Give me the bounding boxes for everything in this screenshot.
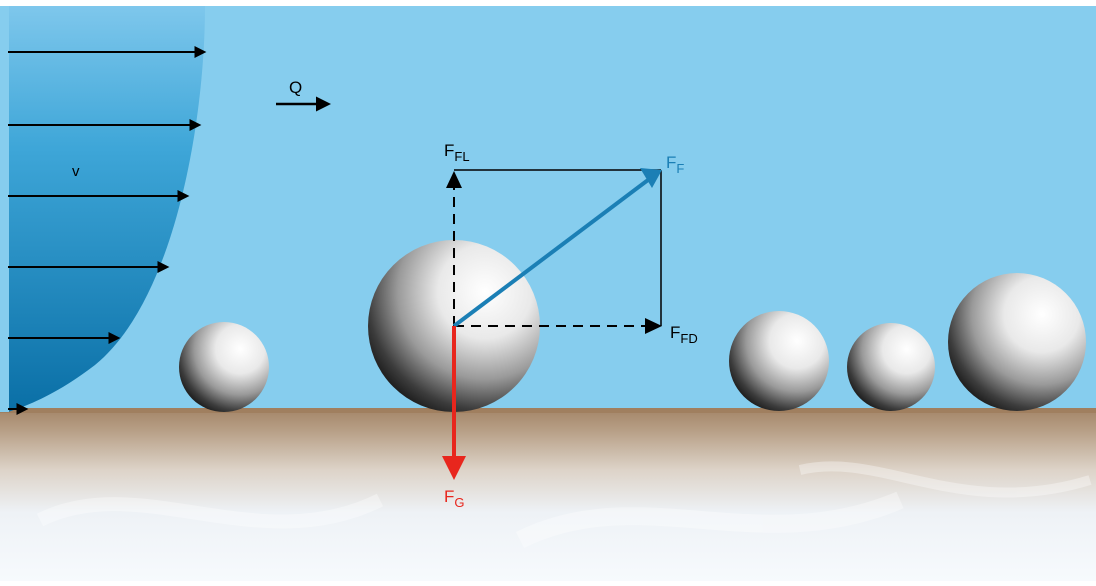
lift-force-label: FFL: [444, 141, 470, 164]
sediment-grain: [847, 323, 935, 411]
drag-force-arrowhead: [645, 318, 662, 334]
bed-texture: [36, 461, 1092, 549]
bed-surface-line: [0, 408, 1096, 413]
resultant-force-label: FF: [666, 153, 684, 176]
lift-force-arrowhead: [446, 171, 462, 188]
discharge-label: Q: [289, 78, 302, 97]
velocity-arrows: [8, 46, 207, 415]
top-border: [0, 0, 1096, 6]
velocity-label: v: [72, 163, 80, 180]
sediment-grain: [948, 273, 1086, 411]
gravity-force-label: FG: [444, 487, 465, 510]
profile-left-edge: [0, 6, 9, 412]
sediment-grain: [729, 311, 829, 411]
resultant-force-arrowhead: [640, 168, 662, 188]
sediment-grain: [179, 322, 269, 412]
gravity-force-arrowhead: [442, 456, 466, 480]
drag-force-label: FFD: [670, 323, 698, 346]
velocity-profile: [8, 6, 205, 412]
river-bed: [0, 410, 1096, 581]
resultant-force-vector: [452, 178, 650, 328]
force-diagram: [442, 168, 662, 480]
